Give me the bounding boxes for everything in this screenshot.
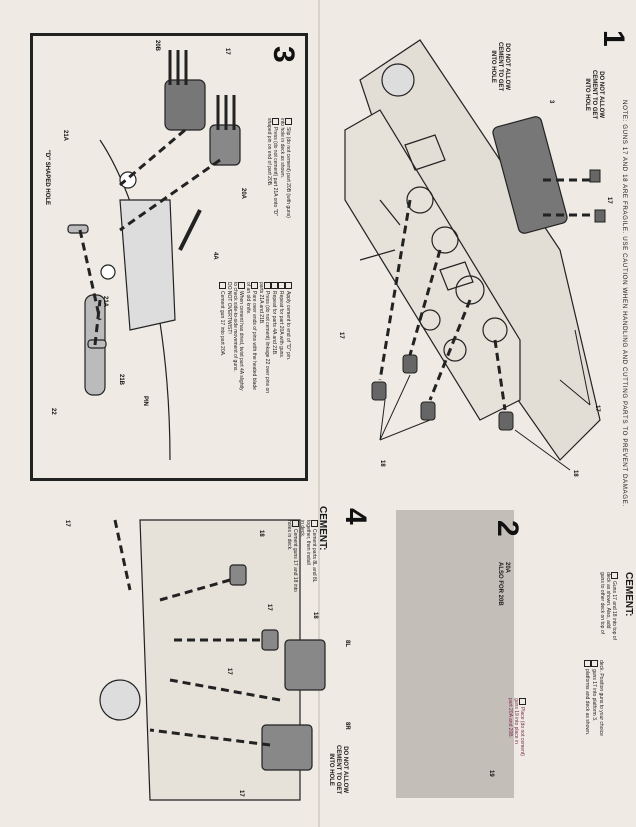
part-label-17: 17 bbox=[238, 790, 244, 797]
step3-dashes bbox=[78, 128, 221, 346]
checkbox[interactable] bbox=[292, 520, 299, 527]
instruction-line: Cement gun 17 into part 20A. bbox=[219, 291, 226, 357]
fragile-note: NOTE: GUNS 17 AND 18 ARE FRAGILE. USE CA… bbox=[621, 100, 628, 507]
instruction-line: Cement parts 8L and 8L bbox=[311, 529, 318, 583]
warning-line: DO NOT ALLOW bbox=[342, 746, 348, 793]
checkbox[interactable] bbox=[584, 660, 591, 667]
instruction-line: part 20A and 20B. bbox=[507, 698, 513, 739]
step3-instructions-b: Apply cement to end of "D" pin. Repeat f… bbox=[219, 282, 292, 393]
part-label-8l: 8L bbox=[344, 640, 350, 648]
checkbox[interactable] bbox=[238, 282, 245, 289]
part-label-17: 17 bbox=[64, 520, 70, 527]
instruction-line: Slip (do not cement) part 20B (with guns… bbox=[285, 127, 292, 218]
part-label-17: 17 bbox=[606, 197, 612, 204]
warning-line: INTO HOLE bbox=[490, 50, 496, 83]
fold-line bbox=[318, 0, 320, 827]
part-label-19: 19 bbox=[488, 770, 494, 777]
cement-right-more: deck. Position guns to your choice guns … bbox=[584, 660, 604, 820]
checkbox[interactable] bbox=[272, 118, 279, 125]
cement-line: deck. Position guns to your choice bbox=[598, 660, 604, 736]
step1-dashes bbox=[378, 178, 590, 411]
instruction-line: Repeat for part 20A with guns. bbox=[278, 291, 285, 359]
checkbox[interactable] bbox=[219, 282, 226, 289]
checkbox[interactable] bbox=[611, 572, 618, 579]
step1-left-warning: DO NOT ALLOW CEMENT TO GET INTO HOLE bbox=[489, 42, 510, 91]
warning-line: CEMENT TO GET bbox=[335, 745, 341, 795]
part-label-4a: 4A bbox=[212, 252, 218, 260]
part-label-20b: 20B bbox=[154, 40, 160, 52]
part-label-21b: 21B bbox=[118, 374, 124, 386]
part-label-21a: 21A bbox=[102, 296, 108, 308]
step1-guns bbox=[371, 169, 606, 431]
step3-number: 3 bbox=[267, 46, 300, 63]
cement-line: deck as shown. Also, add bbox=[605, 572, 611, 629]
step1-warning: DO NOT ALLOW CEMENT TO GET INTO HOLE bbox=[583, 70, 604, 119]
pin-label: PIN bbox=[142, 396, 148, 407]
cement-line: guns 17 into platform 3. bbox=[591, 669, 598, 722]
checkbox[interactable] bbox=[311, 520, 318, 527]
leader-lines bbox=[379, 329, 591, 471]
instruction-line: Repeat for parts 4A and 21B. bbox=[271, 291, 278, 356]
d-shaped-hole-label: "D" SHAPED HOLE bbox=[44, 150, 50, 206]
part-label-3: 3 bbox=[548, 100, 554, 104]
checkbox[interactable] bbox=[251, 282, 258, 289]
cement-line: Guns 17 and 18 into top of bbox=[611, 581, 618, 640]
part-label-18: 18 bbox=[379, 460, 385, 467]
cement-line: platforms and deck as shown. bbox=[584, 669, 591, 736]
part-label-17: 17 bbox=[338, 332, 344, 339]
part-label-21a: 21A bbox=[62, 130, 68, 142]
step3-instructions-a: Slip (do not cement) part 20B (with guns… bbox=[266, 118, 292, 218]
checkbox[interactable] bbox=[591, 660, 598, 667]
checkbox[interactable] bbox=[278, 282, 285, 289]
part-label-20a: 20A bbox=[504, 562, 510, 574]
part-label-18: 18 bbox=[572, 470, 578, 477]
instruction-line: When cement has dried, twist part 4A sli… bbox=[238, 291, 245, 391]
step4-drawing bbox=[99, 519, 326, 801]
step4-instructions: Cement parts 8L and 8L together, then in… bbox=[286, 520, 318, 592]
step2-instruction: Place (do not cement) guns 19 into place… bbox=[507, 698, 526, 756]
cement-heading: CEMENT: bbox=[623, 572, 634, 617]
warning-line: DO NOT ALLOW bbox=[598, 71, 604, 118]
part-label-22: 22 bbox=[50, 408, 56, 415]
checkbox[interactable] bbox=[271, 282, 278, 289]
step1-number: 1 bbox=[597, 30, 630, 47]
checkbox[interactable] bbox=[285, 282, 292, 289]
warning-line: INTO HOLE bbox=[584, 78, 590, 111]
step3-panel bbox=[30, 33, 308, 481]
step2-number: 2 bbox=[491, 520, 524, 537]
warning-line: INTO HOLE bbox=[328, 753, 334, 786]
instruction-line: Press (do not cement) part 21A onto "D" bbox=[272, 127, 279, 216]
part-label-17: 17 bbox=[594, 405, 600, 412]
instruction-line: Apply cement to end of "D" pin. bbox=[285, 291, 292, 361]
step2-part-label: 20A ALSO FOR 20B bbox=[496, 562, 510, 606]
warning-line: DO NOT ALLOW bbox=[504, 43, 510, 90]
instruction-line: Pare over ends of pins with the heated b… bbox=[251, 291, 258, 390]
step4-warning: DO NOT ALLOW CEMENT TO GET INTO HOLE bbox=[327, 745, 348, 794]
checkbox[interactable] bbox=[285, 118, 292, 125]
instruction-line: Place (do not cement) bbox=[519, 707, 526, 756]
instruction-line: Cement guns 17 and 18 into bbox=[292, 529, 299, 592]
warning-line: CEMENT TO GET bbox=[497, 42, 503, 92]
part-label-17: 17 bbox=[224, 48, 230, 55]
part-label-17: 17 bbox=[266, 604, 272, 611]
instruction-line: Press (do not cement) linkage 22 over pi… bbox=[264, 291, 271, 393]
step4-number: 4 bbox=[339, 508, 372, 525]
checkbox[interactable] bbox=[264, 282, 271, 289]
checkbox[interactable] bbox=[519, 698, 526, 705]
step4-dashes bbox=[113, 519, 281, 747]
warning-line: CEMENT TO GET bbox=[591, 70, 597, 120]
step2-panel bbox=[396, 510, 514, 798]
part-label-20a: 20A bbox=[240, 188, 246, 200]
part-label-8r: 8R bbox=[344, 722, 350, 730]
step4-cement-heading: CEMENT: bbox=[317, 506, 328, 551]
also-for-20b: ALSO FOR 20B bbox=[497, 562, 503, 606]
part-label-17: 17 bbox=[226, 668, 232, 675]
part-label-18: 18 bbox=[258, 530, 264, 537]
part-label-18: 18 bbox=[312, 612, 318, 619]
